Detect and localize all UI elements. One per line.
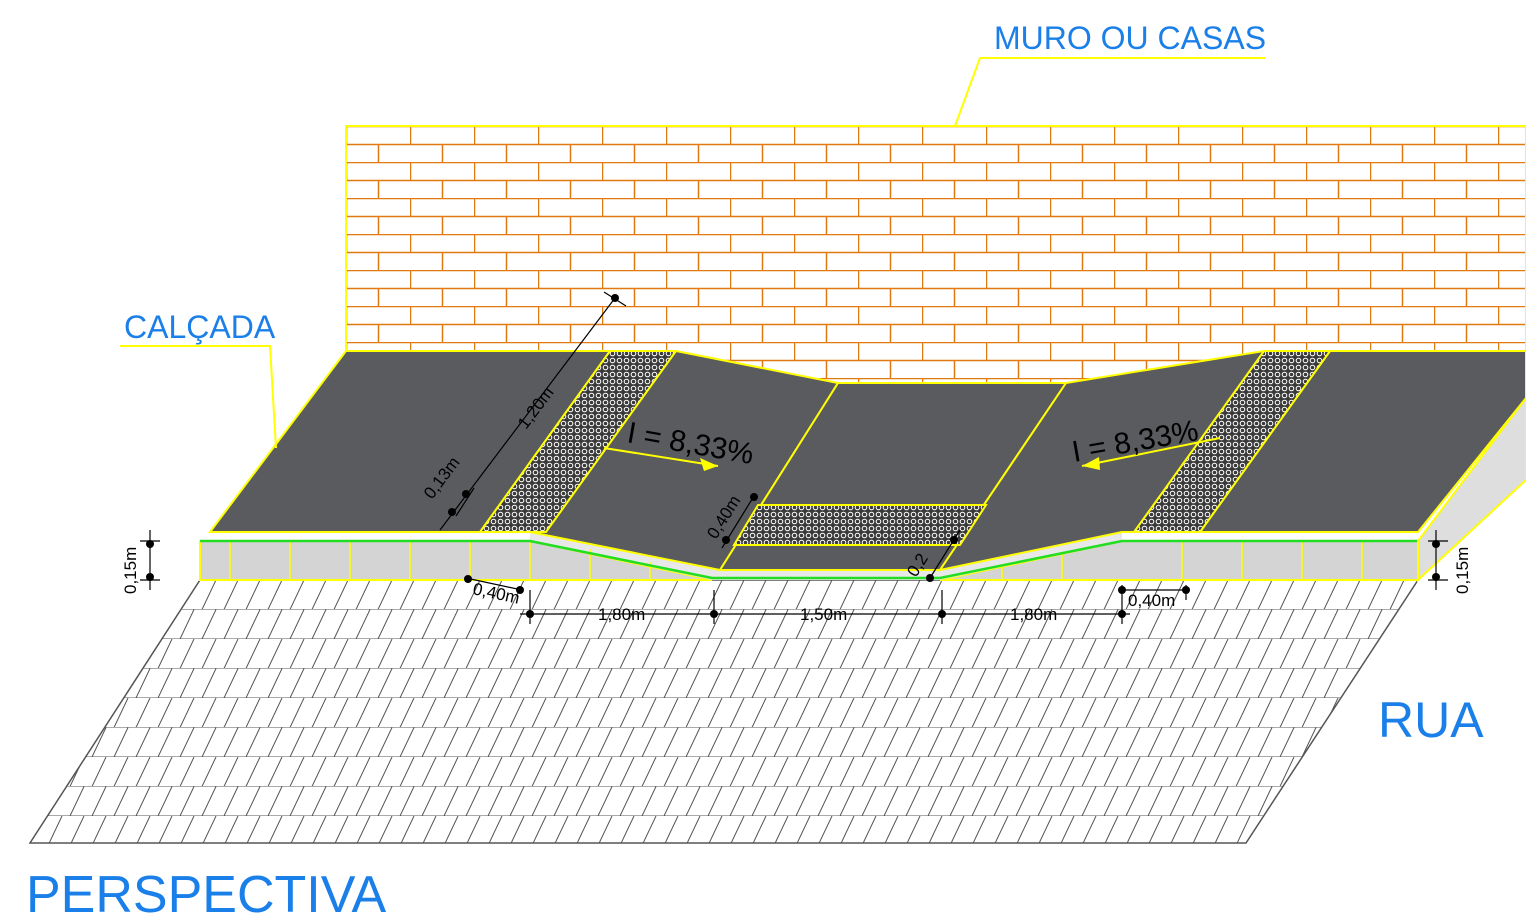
- street-label: RUA: [1378, 692, 1484, 748]
- dimension-ticks: [146, 294, 1440, 618]
- wall-label: MURO OU CASAS: [994, 20, 1266, 56]
- curb-face: [199, 532, 1419, 581]
- sidewalk-surface: [207, 350, 1526, 533]
- street-paving: [28, 579, 1420, 844]
- dim-flare-left: 1,80m: [598, 605, 645, 624]
- dim-curb-height-left: 0,15m: [121, 547, 140, 594]
- slope-arrow-left: [603, 447, 719, 471]
- dimension-lines: [140, 291, 1448, 624]
- dim-tactile-strip-right: 0,40m: [1128, 591, 1175, 610]
- slope-arrow-right: [1081, 437, 1221, 470]
- brick-wall: [345, 125, 1526, 385]
- dim-ramp-width: 1,50m: [800, 605, 847, 624]
- dim-flare-right: 1,80m: [1010, 605, 1057, 624]
- sidewalk-side-face: [1417, 396, 1526, 583]
- dim-curb-height-right: 0,15m: [1453, 547, 1472, 594]
- tactile-strip-ramp: [732, 504, 988, 546]
- leader-lines: [120, 57, 1265, 449]
- view-title: PERSPECTIVA: [26, 866, 387, 923]
- curb-ramp: [529, 349, 1267, 572]
- sidewalk-label: CALÇADA: [124, 309, 276, 345]
